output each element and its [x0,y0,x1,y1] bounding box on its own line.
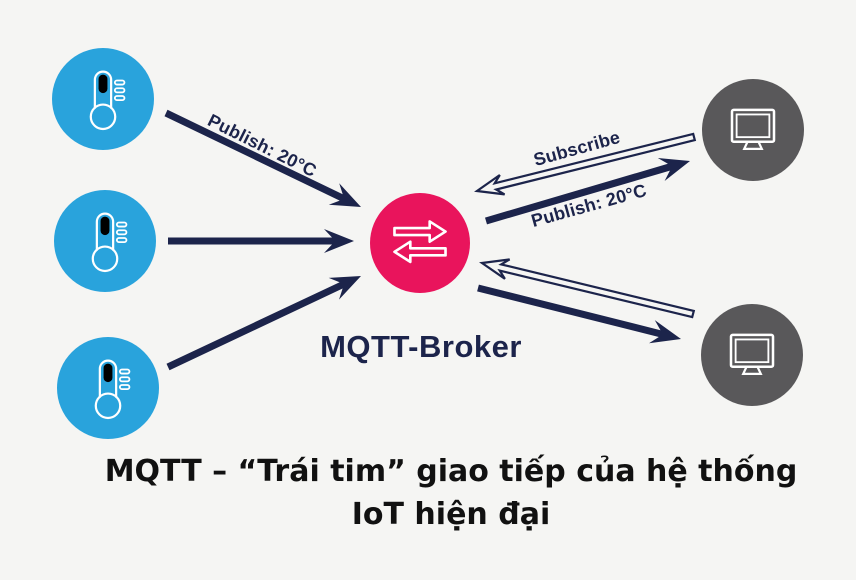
broker-node [370,193,470,293]
sensor-node-2 [54,190,156,292]
client-node-1 [702,79,804,181]
thermometer-icon [66,62,140,136]
monitor-icon [710,313,794,397]
publish-right-label: Publish: 20°C [528,180,649,232]
thermometer-icon [71,351,145,425]
exchange-arrows-icon [376,199,464,287]
subscribe-label: Subscribe [531,127,623,171]
thermometer-icon [68,204,142,278]
diagram-title: MQTT – “Trái tim” giao tiếp của hệ thống… [46,450,856,536]
sensor-node-3 [57,337,159,439]
title-line-2: IoT hiện đại [351,497,551,532]
publish-left-label: Publish: 20°C [204,110,320,182]
subscribe-arrow-client2-to-broker [479,258,696,319]
publish-arrow-sensor2-to-broker [168,229,354,253]
client-node-2 [701,304,803,406]
sensor-node-1 [52,48,154,150]
title-line-1: MQTT – “Trái tim” giao tiếp của hệ thống [104,454,798,489]
broker-label: MQTT-Broker [320,329,522,364]
monitor-icon [711,88,795,172]
